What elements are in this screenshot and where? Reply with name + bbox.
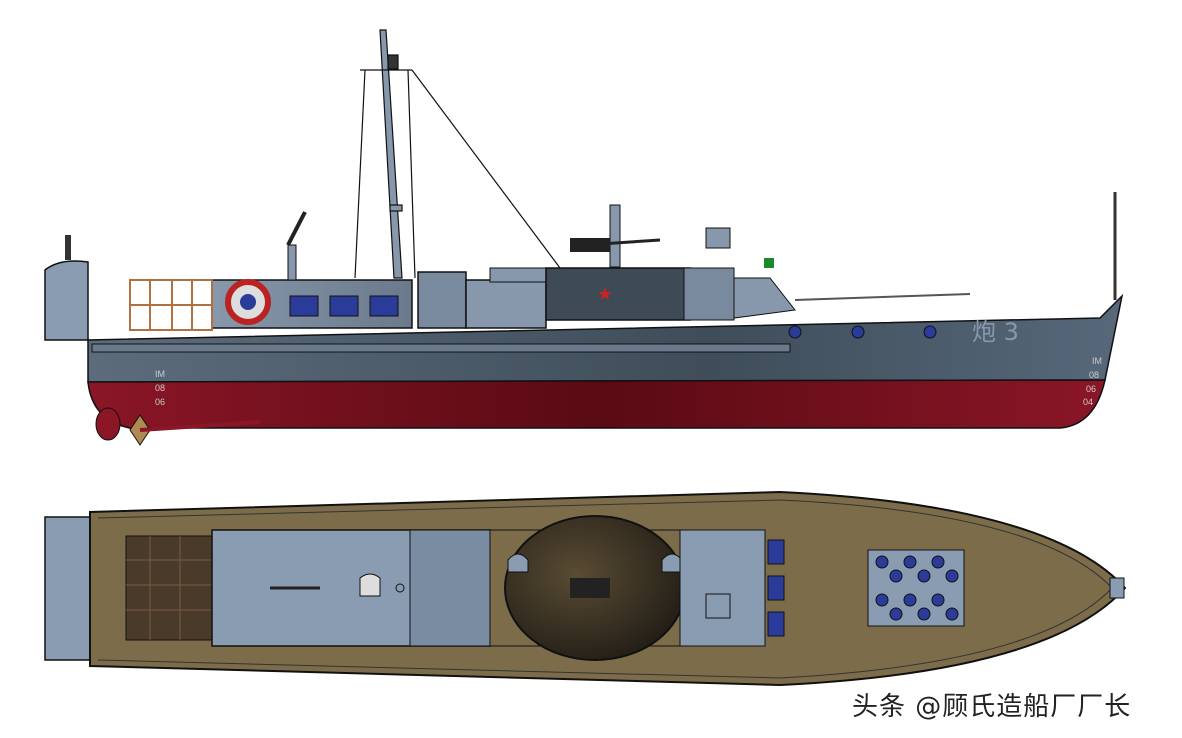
twin-gun-top [570, 578, 610, 598]
hull-designation: 炮 3 [972, 318, 1019, 346]
watermark: 头条 @顾氏造船厂厂长 [852, 692, 1132, 722]
rail-aft [129, 279, 213, 331]
bow-draft-marks: IM 08 06 04 [1083, 356, 1102, 407]
svg-text:06: 06 [1086, 384, 1096, 394]
windows [289, 295, 399, 317]
svg-text:06: 06 [155, 397, 165, 407]
hull-side [87, 293, 1124, 383]
svg-text:04: 04 [1083, 397, 1093, 407]
mast [354, 29, 561, 279]
svg-text:08: 08 [155, 383, 165, 393]
bridge-windows [767, 539, 785, 637]
stern-platform [44, 516, 91, 661]
stern-draft-marks: IM 08 06 [155, 369, 165, 407]
searchlight [705, 227, 731, 249]
torpedo-tubes [875, 555, 959, 621]
twin-gun [570, 238, 610, 252]
svg-text:IM: IM [155, 369, 165, 379]
svg-text:08: 08 [1089, 370, 1099, 380]
svg-text:IM: IM [1092, 356, 1102, 366]
svg-text:★: ★ [597, 284, 613, 304]
rub-rail [91, 343, 791, 353]
boot-topping [87, 379, 1106, 429]
stern-shield [44, 260, 89, 341]
portholes [788, 325, 937, 339]
side-view: ★ 炮 3 IM 08 06 IM 08 06 04 [44, 29, 1124, 446]
engine-grating [125, 535, 217, 641]
gun-tub [545, 267, 691, 321]
rudder [95, 407, 121, 441]
searchlight-top [705, 593, 731, 619]
top-view [44, 490, 1127, 687]
machine-gun [286, 211, 307, 246]
mast-stub [609, 204, 621, 268]
